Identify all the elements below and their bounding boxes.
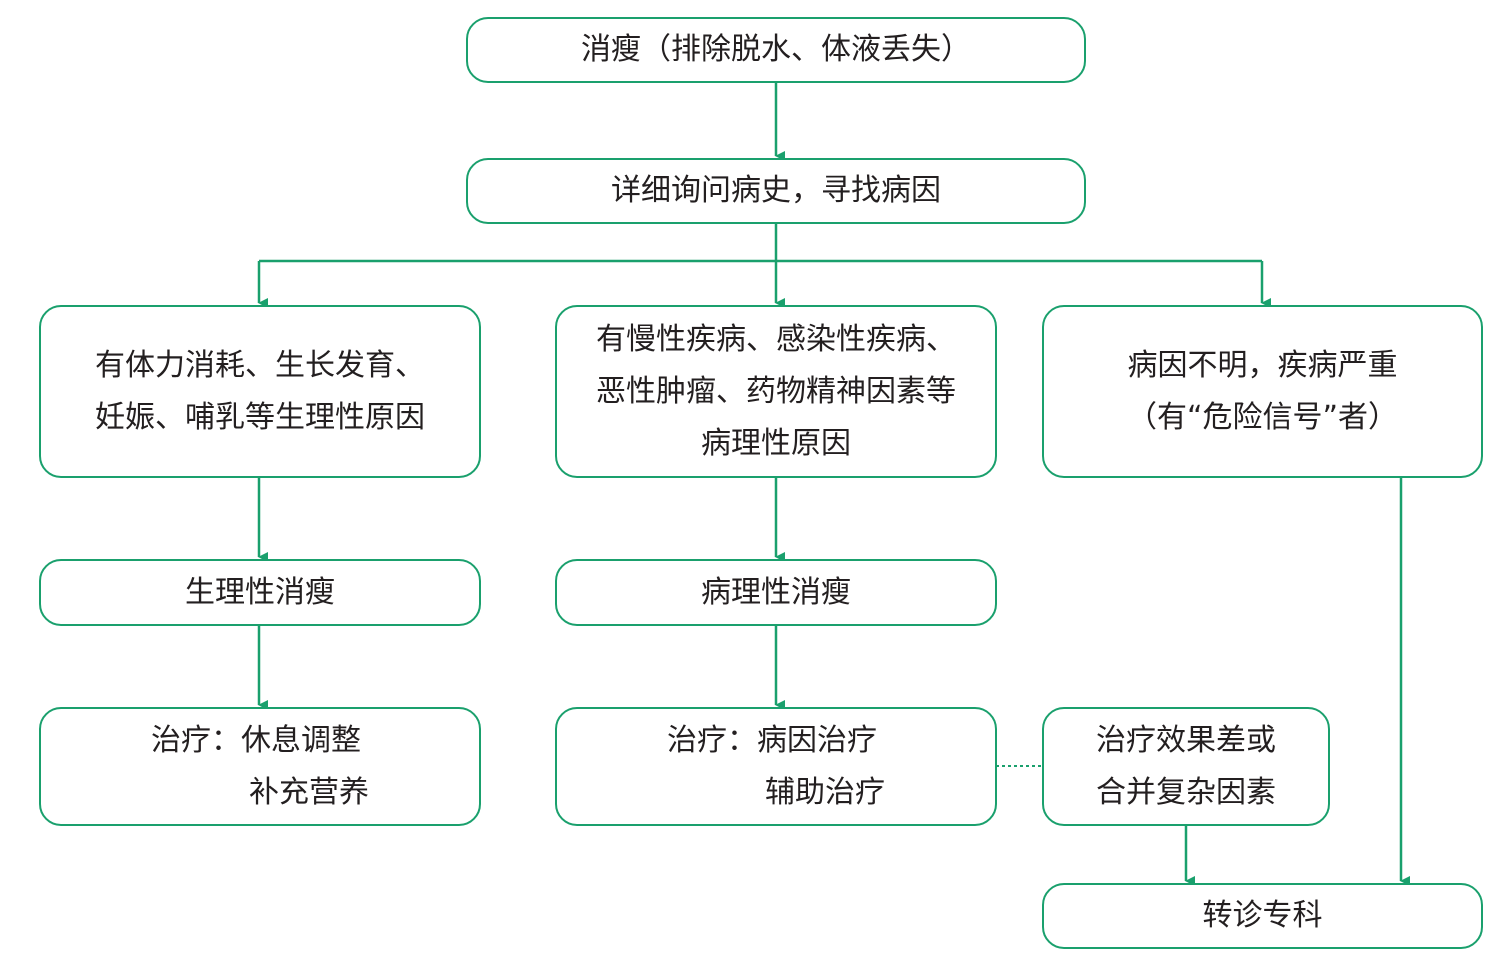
node-unknown-cause-line1: 病因不明，疾病严重 (1127, 347, 1398, 383)
node-patho-cause: 有慢性疾病、感染性疾病、 恶性肿瘤、药物精神因素等 病理性原因 (555, 305, 997, 478)
node-referral: 转诊专科 (1042, 883, 1483, 949)
node-physio-treatment: 治疗：休息调整 补充营养 (39, 707, 481, 826)
node-unknown-cause: 病因不明，疾病严重 （有“危险信号”者） (1042, 305, 1483, 478)
node-physio-cause-line1: 有体力消耗、生长发育、 (95, 347, 425, 383)
node-poor-effect-line2: 合并复杂因素 (1096, 774, 1276, 810)
node-patho-cause-line3: 病理性原因 (701, 425, 851, 461)
node-patho-cause-line2: 恶性肿瘤、药物精神因素等 (596, 373, 956, 409)
node-physio-weight-loss-line1: 生理性消瘦 (185, 574, 335, 610)
node-referral-line1: 转诊专科 (1202, 898, 1323, 933)
node-physio-treatment-line1: 治疗：休息调整 (151, 722, 361, 758)
node-history: 详细询问病史，寻找病因 (466, 158, 1086, 224)
node-physio-weight-loss: 生理性消瘦 (39, 559, 481, 626)
node-patho-weight-loss-line1: 病理性消瘦 (701, 574, 851, 610)
node-patho-treatment-line2: 辅助治疗 (765, 774, 885, 810)
node-physio-cause-line2: 妊娠、哺乳等生理性原因 (95, 399, 425, 435)
node-start-line1: 消瘦（排除脱水、体液丢失） (581, 32, 971, 67)
node-history-line1: 详细询问病史，寻找病因 (611, 173, 941, 208)
node-physio-cause: 有体力消耗、生长发育、 妊娠、哺乳等生理性原因 (39, 305, 481, 478)
node-start: 消瘦（排除脱水、体液丢失） (466, 17, 1086, 83)
node-poor-effect-line1: 治疗效果差或 (1096, 722, 1276, 758)
node-patho-treatment: 治疗：病因治疗 辅助治疗 (555, 707, 997, 826)
node-unknown-cause-line2: （有“危险信号”者） (1126, 399, 1399, 435)
node-patho-cause-line1: 有慢性疾病、感染性疾病、 (596, 321, 956, 357)
node-poor-effect: 治疗效果差或 合并复杂因素 (1042, 707, 1330, 826)
node-physio-treatment-line2: 补充营养 (249, 774, 369, 810)
node-patho-treatment-line1: 治疗：病因治疗 (667, 722, 877, 758)
node-patho-weight-loss: 病理性消瘦 (555, 559, 997, 626)
